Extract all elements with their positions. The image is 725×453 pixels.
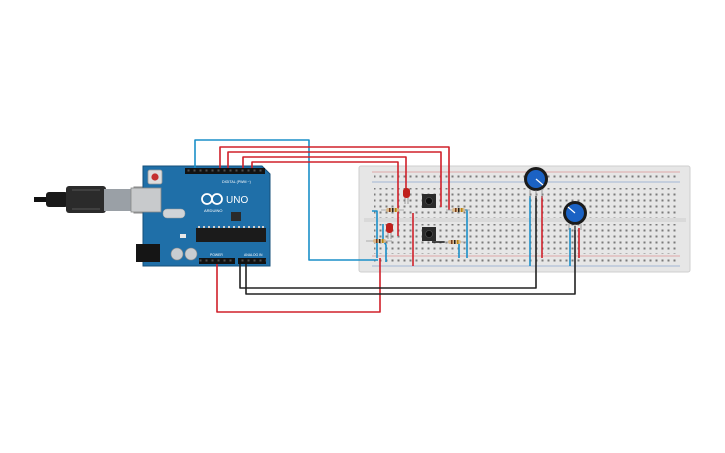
resistor-3 bbox=[446, 208, 470, 212]
wire-black-2 bbox=[245, 226, 576, 295]
wires[interactable] bbox=[194, 139, 580, 313]
led-2[interactable] bbox=[386, 223, 393, 239]
led-1[interactable] bbox=[403, 188, 410, 204]
wire-red-5v bbox=[216, 258, 381, 313]
board-brand: ARDUINO bbox=[204, 208, 222, 213]
resistor-4 bbox=[444, 240, 466, 244]
power-jack bbox=[136, 244, 160, 262]
resistor-2 bbox=[366, 239, 392, 243]
resistors[interactable] bbox=[366, 208, 470, 244]
arduino-uno[interactable]: UNO ARDUINO DIGITAL (PWM ~) POWER ANALOG… bbox=[130, 165, 271, 267]
microcontroller-chip bbox=[196, 228, 266, 242]
pushbutton-1[interactable] bbox=[422, 194, 436, 208]
digital-label: DIGITAL (PWM ~) bbox=[222, 180, 251, 184]
usb-port bbox=[130, 187, 162, 213]
analog-label: ANALOG IN bbox=[244, 253, 263, 257]
potentiometer-1[interactable] bbox=[524, 167, 548, 198]
arduino-logo bbox=[201, 193, 223, 205]
wire-red-4 bbox=[251, 161, 399, 236]
pushbutton-2[interactable] bbox=[422, 227, 436, 241]
resistor-1 bbox=[381, 208, 404, 212]
potentiometer-2[interactable] bbox=[563, 201, 587, 230]
wire-red-2 bbox=[227, 151, 442, 207]
wire-black-1 bbox=[239, 196, 537, 289]
wire-blue-1 bbox=[194, 139, 378, 261]
power-label: POWER bbox=[210, 253, 223, 257]
board-model: UNO bbox=[226, 195, 248, 206]
wire-red-1 bbox=[219, 146, 450, 210]
wire-red-3 bbox=[242, 156, 407, 188]
